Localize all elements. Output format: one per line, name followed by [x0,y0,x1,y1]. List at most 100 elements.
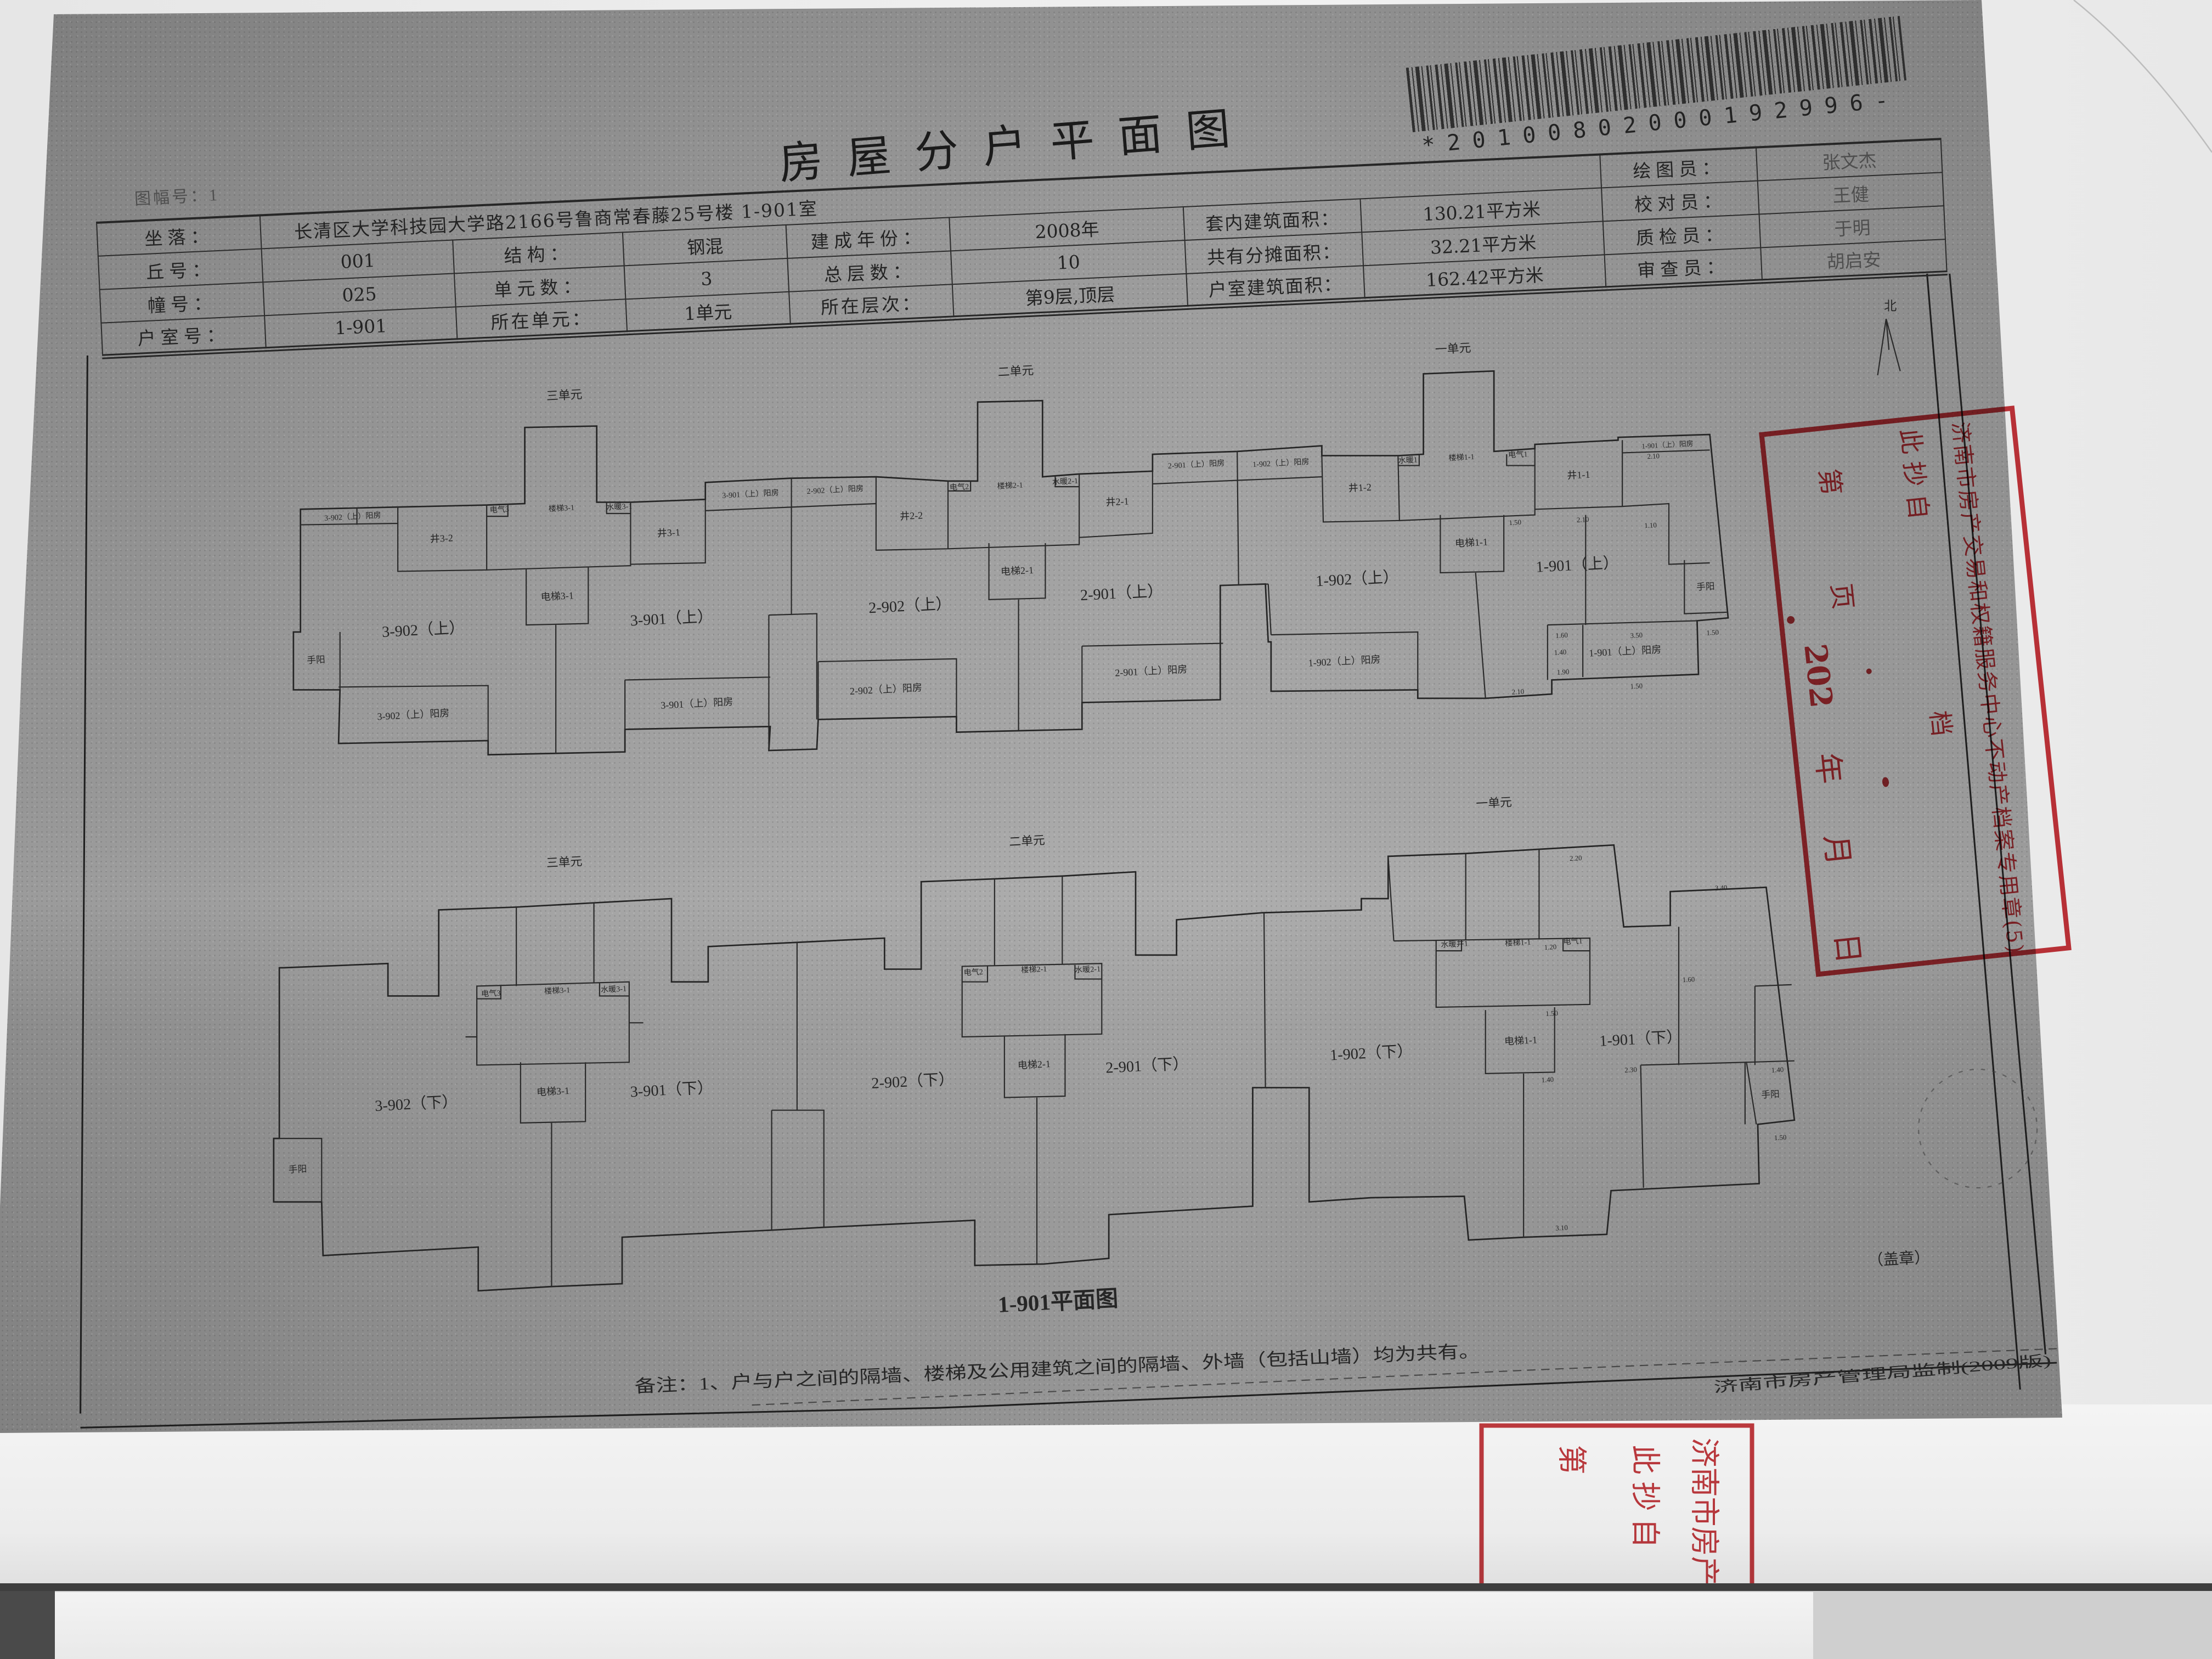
balcony-1-902-top: 1-902（上）阳房 [1252,458,1310,469]
stair-1-1-lower: 楼梯1-1 [1505,938,1531,948]
underlying-paper [0,1404,2212,1585]
room-1-902-lower: 1-902（下） [1329,1042,1413,1064]
lower-unit2-walls [771,876,1266,1264]
balcony-1-901-top: 1-901（上）阳房 [1641,439,1694,450]
room-1-901-lower: 1-901（下） [1599,1028,1682,1050]
upper-unit3-title: 三单元 [546,388,583,403]
upper-unit2-title: 二单元 [997,364,1034,379]
footnote-rule [752,1348,2057,1406]
lower-unit1-dimensions: 2.20 3.40 1.20 1.50 1.40 1.60 2.30 1.40 … [1541,854,1786,1232]
room-3-902-upper: 3-902（上） [381,619,465,641]
small-balcony-1: 手阳 [1696,581,1715,592]
stair-1-1: 楼梯1-1 [1448,453,1475,462]
dimension: 2.10 [1511,688,1524,696]
dimension: 2.20 [1570,854,1582,862]
dimension: 2.30 [1624,1066,1637,1074]
lower-sheet-dark-edge [0,1591,55,1659]
plumbing-2-1-lower: 水暖2-1 [1075,964,1101,974]
dimension: 2.10 [1577,516,1589,524]
upper-floor-plan: 三单元 3-902（上） 3-901（上） 3-902（上）阳房 3-901（上… [292,341,1729,756]
room-2-902-upper: 2-902（上） [868,595,951,617]
dimension: 1.50 [1630,682,1643,690]
north-arrow-icon: 北 [1877,300,1901,376]
room-3-901-lower: 3-901（下） [630,1079,713,1101]
copy-source-stamp: 济南市房产 此抄自 第 [1479,1423,1754,1584]
room-3-902-lower: 3-902（下） [374,1093,458,1115]
electric-3: 电气3 [489,505,509,515]
plumbing-1: 水暖1 [1398,456,1418,466]
stair-2-1-lower: 楼梯2-1 [1021,964,1047,974]
dimension: 1.50 [1774,1133,1787,1142]
shaft-2-2: 井2-2 [900,510,923,522]
dimension: 2.10 [1647,452,1660,460]
stamp-bottom-line1: 济南市房产 [1687,1437,1722,1584]
plumbing-3-1-lower: 水暖3-1 [601,984,627,994]
lower-unit1-walls [1387,849,1795,1238]
electric-2-lower: 电气2 [963,968,983,978]
plumbing-3-1: 水暖3-1 [606,502,633,512]
elevator-2-1-lower: 电梯2-1 [1017,1058,1051,1071]
paper-gap-shadow [0,1583,2212,1591]
elevator-3-1-lower: 电梯3-1 [537,1085,570,1098]
bottom-stamp-clip: 济南市房产 此抄自 第 [1479,1423,1754,1584]
lower-floor-plan: 三单元 电气3 楼梯3-1 水暖3-1 电梯3-1 3-902（下） 3-901… [273,795,1796,1292]
plan-caption: 1-901平面图 [997,1286,1119,1317]
lower-unit3-walls [279,902,798,1287]
stair-2-1: 楼梯2-1 [997,481,1023,490]
room-1-901-upper: 1-901（上） [1536,554,1619,576]
dimension: 1.50 [1706,629,1719,637]
frame-right-line-inner [1949,273,2047,1355]
dimension: 1.60 [1555,631,1568,640]
electric-3-lower: 电气3 [481,989,501,999]
paper-curl-edge [2073,0,2212,153]
frame-bottom-line [80,1362,2057,1429]
elevator-1-1-lower: 电梯1-1 [1504,1034,1538,1047]
electric-2: 电气2 [950,482,969,492]
plumbing-1-lower: 水暖井1 [1441,939,1468,950]
small-balcony-3-lower: 手阳 [288,1164,307,1175]
shaft-1-1: 井1-1 [1567,469,1590,481]
room-1-902-upper: 1-902（上） [1316,568,1399,590]
faint-round-seal [1917,1068,2038,1189]
dimension: 1.10 [1644,521,1657,529]
dimension: 3.50 [1630,631,1643,640]
dimension: 1.90 [1557,668,1570,676]
elevator-3-1: 电梯3-1 [540,590,574,602]
balcony-3-901-top: 3-901（上）阳房 [722,488,779,500]
lower-unit1-title: 一单元 [1476,795,1513,810]
upper-unit3-walls [300,478,876,754]
lower-unit3-title: 三单元 [546,855,583,870]
small-balcony-1-lower: 手阳 [1761,1089,1780,1101]
dimension: 1.20 [1544,943,1556,951]
north-label: 北 [1884,300,1897,314]
shaft-3-1: 井3-1 [657,527,680,539]
dimension: 3.40 [1715,884,1728,892]
dimension: 3.10 [1555,1224,1568,1232]
balcony-2-902-top: 2-902（上）阳房 [806,484,864,496]
electric-1: 电气1 [1508,450,1528,460]
frame-left-line [80,355,88,1414]
room-3-901-upper: 3-901（上） [630,608,713,630]
frame-right-line [1926,273,2021,1390]
stair-3-1-lower: 楼梯3-1 [544,986,571,996]
shaft-1-2: 井1-2 [1348,482,1372,494]
upper-unit1-dimensions: 2.10 1.50 2.10 1.10 1.60 1.40 3.50 1.50 … [1509,452,1719,696]
small-balcony-3: 手阳 [307,654,325,666]
room-2-901-lower: 2-901（下） [1105,1055,1188,1077]
lower-building-outline [273,844,1796,1292]
stamp-bottom-line3: 第 [1554,1444,1589,1475]
dimension: 1.50 [1545,1009,1558,1018]
seal-note: （盖章） [1867,1249,1931,1269]
room-2-901-upper: 2-901（上） [1080,582,1163,604]
elevator-1-1: 电梯1-1 [1455,537,1488,549]
stamp-bottom-line2: 此抄自 [1628,1444,1663,1555]
shaft-2-1: 井2-1 [1105,495,1129,507]
balcony-2-901-top: 2-901（上）阳房 [1167,459,1224,470]
dimension: 1.40 [1541,1076,1554,1084]
dimension: 1.50 [1509,518,1521,527]
upper-unit1-title: 一单元 [1435,341,1471,356]
lower-unit2-title: 二单元 [1009,834,1046,849]
upper-unit1-walls [1267,440,1727,698]
